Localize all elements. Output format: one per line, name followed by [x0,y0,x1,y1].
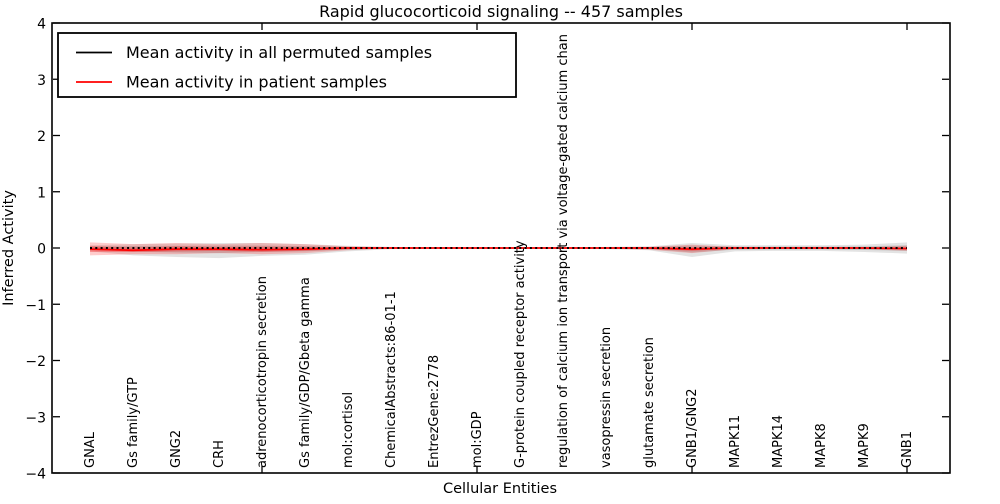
legend: Mean activity in all permuted samples Me… [57,32,517,98]
x-category-label: GNG2 [169,430,184,468]
chart-title: Rapid glucocorticoid signaling -- 457 sa… [319,2,683,21]
x-category-label: GNAL [83,431,98,468]
x-category-label: G-protein coupled receptor activity [513,240,528,468]
x-category-label: MAPK11 [728,415,743,468]
y-tick-label: −4 [25,467,46,483]
y-ticks [53,22,949,474]
y-tick-labels: 4 3 2 1 0 −1 −2 −3 −4 [25,17,46,483]
patient-range-band [90,242,907,256]
x-category-label: EntrezGene:2778 [427,355,442,468]
x-category-label: MAPK9 [857,423,872,468]
x-category-label: Gs family/GDP/Gbeta gamma [298,277,313,468]
plot-series [89,242,908,259]
legend-label-patient: Mean activity in patient samples [126,73,387,92]
x-category-label: GNB1/GNG2 [685,388,700,468]
x-category-label: CRH [212,440,227,468]
y-tick-label: 4 [37,17,46,33]
x-category-label: mol:GDP [470,411,485,468]
y-tick-label: 3 [37,73,46,89]
x-ticks [261,23,908,473]
plot-border [51,22,951,474]
y-tick-label: 0 [37,242,46,258]
permuted-range-band [90,242,907,259]
permuted-range-band-core [90,245,907,254]
legend-box [57,32,517,98]
x-category-label: adrenocorticotropin secretion [255,276,270,468]
y-tick-label: −2 [25,354,46,370]
x-category-label: Gs family/GTP [126,377,141,468]
x-category-label: vasopressin secretion [599,327,614,468]
x-axis-label: Cellular Entities [443,481,557,497]
y-tick-label: −1 [25,298,46,314]
x-category-label: ChemicalAbstracts:86-01-1 [384,291,399,468]
y-tick-label: 2 [37,129,46,145]
y-tick-label: −3 [25,410,46,426]
y-axis-label: Inferred Activity [1,190,17,306]
x-category-label: MAPK8 [814,423,829,468]
patient-range-band-core [90,246,907,253]
x-category-labels: GNAL Gs family/GTP GNG2 CRH adrenocortic… [83,34,915,468]
legend-label-permuted: Mean activity in all permuted samples [126,43,432,62]
x-category-label: glutamate secretion [642,337,657,468]
x-category-label: mol:cortisol [341,392,356,468]
x-category-label: regulation of calcium ion transport via … [556,34,571,468]
y-tick-label: 1 [37,185,46,201]
x-category-label: MAPK14 [771,415,786,468]
x-category-label: GNB1 [900,431,915,468]
